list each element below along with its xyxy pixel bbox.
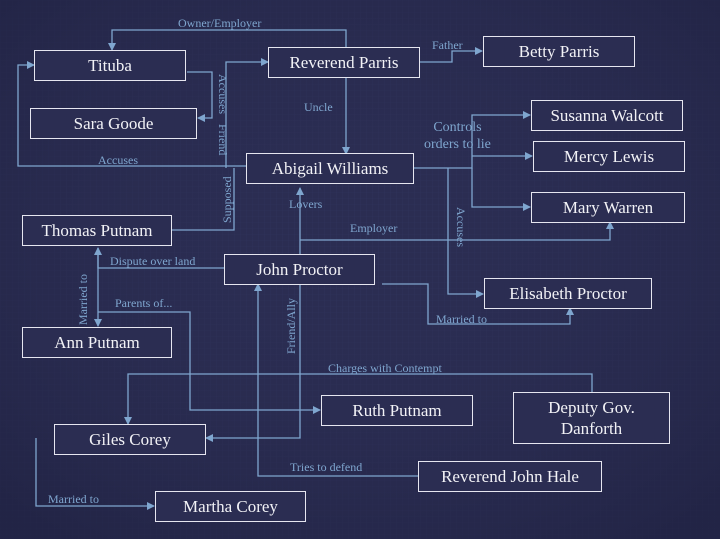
label-accuses-tituba: Accuses [216, 74, 230, 114]
edge-accuses-elisabeth [447, 168, 484, 298]
node-mary-warren: Mary Warren [531, 192, 685, 223]
edge-employer [300, 221, 614, 241]
edge-friend-ally [205, 284, 301, 442]
label-parents-of: Parents of... [115, 296, 173, 310]
edge-charges [124, 373, 593, 425]
node-thomas-putnam: Thomas Putnam [22, 215, 172, 246]
node-tituba: Tituba [34, 50, 186, 81]
node-john-proctor: John Proctor [224, 254, 375, 285]
edge-controls [414, 111, 531, 169]
edge-tries-to-defend [254, 283, 418, 477]
edge-abigail-accuses-tituba [17, 61, 246, 167]
label-accuses-girls: Accuses [454, 207, 468, 247]
node-mercy-lewis: Mercy Lewis [533, 141, 685, 172]
label-supposed-friend: Supposed [220, 176, 234, 223]
label-uncle: Uncle [304, 100, 333, 114]
node-susanna-walcott: Susanna Walcott [531, 100, 683, 131]
label-married-corey: Married to [48, 492, 99, 506]
node-elisabeth-proctor: Elisabeth Proctor [484, 278, 652, 309]
node-deputy-gov-danforth: Deputy Gov. Danforth [513, 392, 670, 444]
label-father: Father [432, 38, 463, 52]
label-employer: Employer [350, 221, 398, 235]
edge-married-proctor [382, 283, 574, 325]
node-ruth-putnam: Ruth Putnam [321, 395, 473, 426]
label-charges: Charges with Contempt [328, 361, 442, 375]
edge-controls-mary [471, 168, 531, 211]
edge-owner-employer [108, 29, 347, 51]
node-reverend-parris: Reverend Parris [268, 47, 420, 78]
label-controls: Controls orders to lie [424, 120, 491, 152]
node-betty-parris: Betty Parris [483, 36, 635, 67]
edge-father [420, 47, 483, 63]
node-martha-corey: Martha Corey [155, 491, 306, 522]
node-sara-goode: Sara Goode [30, 108, 197, 139]
edge-accuses-sara [187, 71, 213, 122]
node-reverend-john-hale: Reverend John Hale [418, 461, 602, 492]
label-friend-ally: Friend/Ally [284, 298, 298, 354]
edge-married-corey [35, 438, 155, 510]
label-owner-employer: Owner/Employer [178, 16, 262, 30]
label-married-putnam: Married to [76, 274, 90, 325]
label-dispute: Dispute over land [110, 254, 196, 268]
edge-parents-of [98, 311, 321, 414]
label-friend: Friend [216, 124, 230, 156]
edge-supposed-friend [172, 168, 235, 231]
label-married-proctor: Married to [436, 312, 487, 326]
edge-friend [225, 58, 269, 168]
label-tries-to-defend: Tries to defend [290, 460, 363, 474]
node-abigail-williams: Abigail Williams [246, 153, 414, 184]
label-lovers: Lovers [289, 197, 323, 211]
node-ann-putnam: Ann Putnam [22, 327, 172, 358]
label-accuses-abigail: Accuses [98, 153, 138, 167]
node-giles-corey: Giles Corey [54, 424, 206, 455]
